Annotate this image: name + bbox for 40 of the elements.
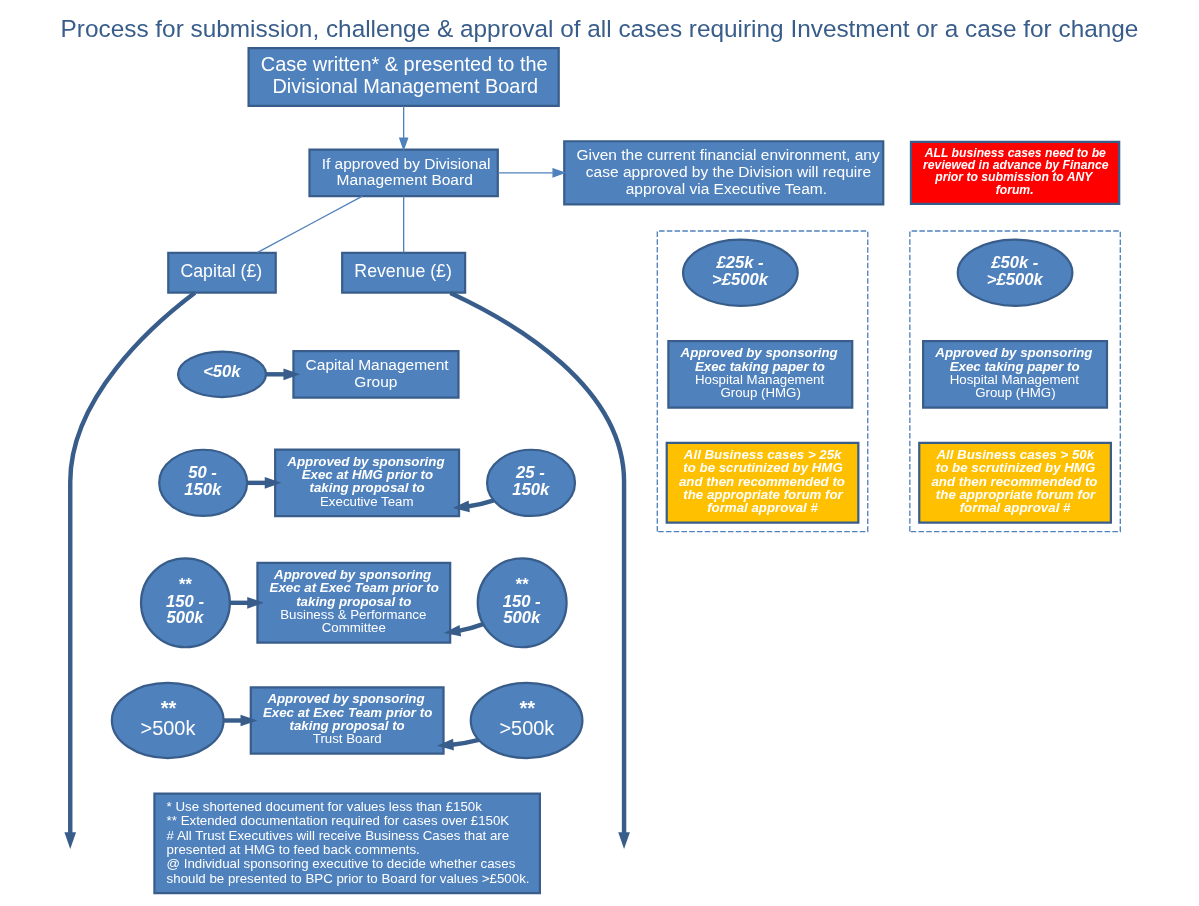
node-box: Approved by sponsoring Exec at Exec Team prior to taking proposal to Trust Board <box>249 686 445 755</box>
cluster <box>909 230 1121 533</box>
node-ellipse: <50k <box>176 350 268 399</box>
arrow <box>449 290 630 849</box>
diagram-title: Process for submission, challenge & approval of all cases requiring Investment or a case for change <box>60 14 1139 42</box>
node-box: ALL business cases need to be reviewed in advance by Finance prior to submission to ANY forum. <box>909 140 1121 205</box>
node-circle: ** 150 - 500k <box>139 557 231 649</box>
node-box: * Use shortened document for values less than £150k ** Extended documentation required for cases over £150K # All Trust Executives will receive Business Cases that are presented at HMG to feed back comments. @ Individual sponsoring executive to decide whether cases should be presented to BPC prior to Board for values >£500k. <box>153 792 541 895</box>
node-box: All Business cases > 50k to be scrutinized by HMG and then recommended to the appropriate forum for formal approval # <box>918 441 1112 524</box>
connector <box>256 195 364 254</box>
arrow <box>64 291 197 849</box>
node-box: If approved by Divisional Management Board <box>308 148 499 198</box>
node-box: Approved by sponsoring Exec at Exec Team prior to taking proposal to Business & Performance Committee <box>256 561 452 644</box>
arrow <box>398 105 409 152</box>
node-ellipse: ** >500k <box>469 681 584 760</box>
node-ellipse: ** >500k <box>110 681 225 760</box>
node-box: Approved by sponsoring Exec taking paper to Hospital Management Group (HMG) <box>667 339 854 409</box>
arrow <box>443 622 484 637</box>
node-box: All Business cases > 25k to be scrutinized by HMG and then recommended to the appropriate forum for formal approval # <box>665 441 860 524</box>
arrow <box>265 368 301 381</box>
arrow <box>497 168 567 178</box>
node-box: Capital (£) <box>167 251 277 294</box>
node-box: Capital Management Group <box>292 349 460 399</box>
arrow <box>230 596 264 609</box>
node-ellipse: 50 - 150k <box>158 448 249 518</box>
cluster <box>656 230 869 533</box>
node-box: Approved by sponsoring Exec at HMG prior to taking proposal to Executive Team <box>274 448 461 518</box>
arrow <box>247 477 282 489</box>
node-box: Case written* & presented to the Divisional Management Board <box>247 47 560 107</box>
arrow <box>436 737 480 751</box>
arrow <box>452 498 495 513</box>
connector <box>403 195 405 254</box>
node-ellipse: 25 - 150k <box>485 448 577 518</box>
node-box: Approved by sponsoring Exec taking paper to Hospital Management Group (HMG) <box>922 339 1109 409</box>
node-ellipse: £25k - >£500k <box>681 238 799 307</box>
node-box: Revenue (£) <box>341 251 467 294</box>
node-ellipse: £50k - >£500k <box>956 238 1074 307</box>
arrow <box>223 714 258 727</box>
node-box: Given the current financial environment, any case approved by the Division will require approval via Executive Team. <box>563 140 885 206</box>
node-circle: ** 150 - 500k <box>476 557 568 649</box>
